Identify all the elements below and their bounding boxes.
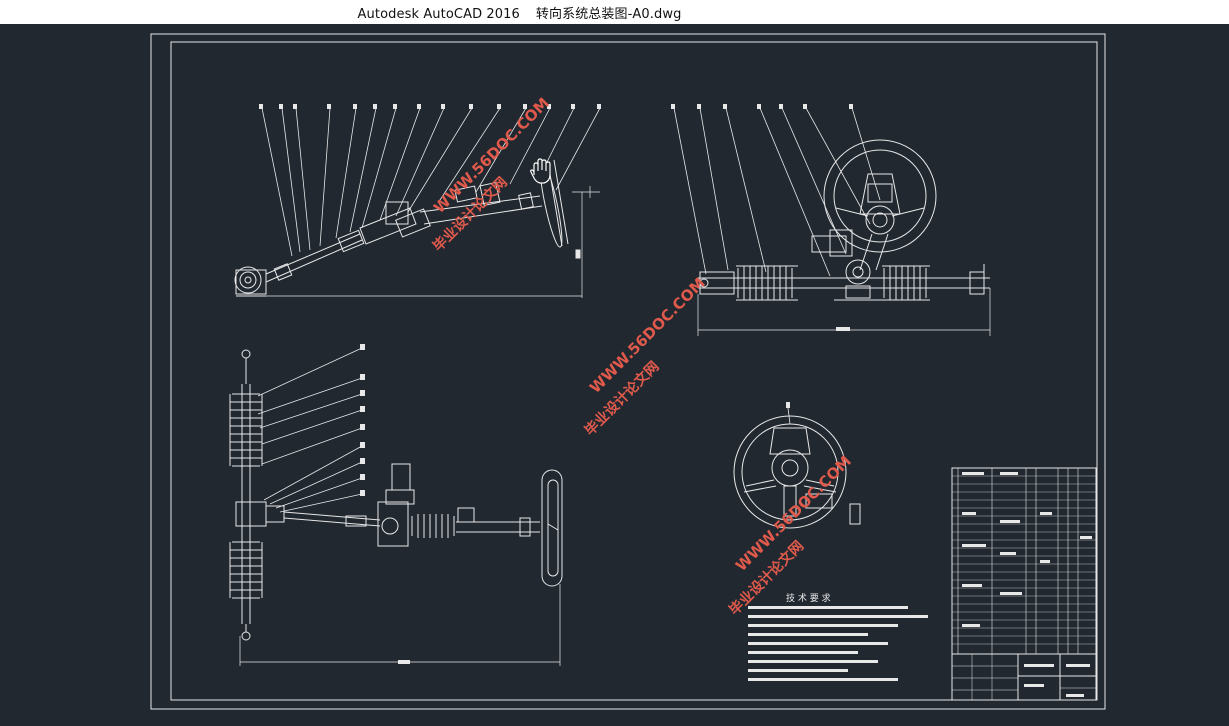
view-front-rack: [671, 104, 991, 336]
window-titlebar: Autodesk AutoCAD 2016 转向系统总装图-A0.dwg: [0, 0, 1229, 24]
view-side-column: [234, 104, 601, 298]
view-wheel-front: [733, 402, 861, 529]
drawing-canvas[interactable]: 技 术 要 求: [0, 24, 1229, 722]
view-top-assembly: [229, 344, 563, 666]
sheet-outer-frame: [150, 33, 1106, 710]
app-name: Autodesk AutoCAD 2016: [357, 6, 520, 22]
window-title: Autodesk AutoCAD 2016 转向系统总装图-A0.dwg: [358, 3, 682, 22]
watermark-center: WWW.56DOC.COM 毕业设计论文网: [581, 274, 709, 439]
sheet-inner-frame: [170, 41, 1098, 701]
hand-cursor-icon: [530, 158, 551, 184]
tech-requirements: 技 术 要 求: [748, 592, 928, 681]
tech-requirements-title: 技 术 要 求: [786, 592, 831, 604]
file-name: 转向系统总装图-A0.dwg: [535, 6, 682, 22]
drawing-svg: 技 术 要 求: [150, 33, 1106, 710]
title-block: [951, 467, 1097, 701]
